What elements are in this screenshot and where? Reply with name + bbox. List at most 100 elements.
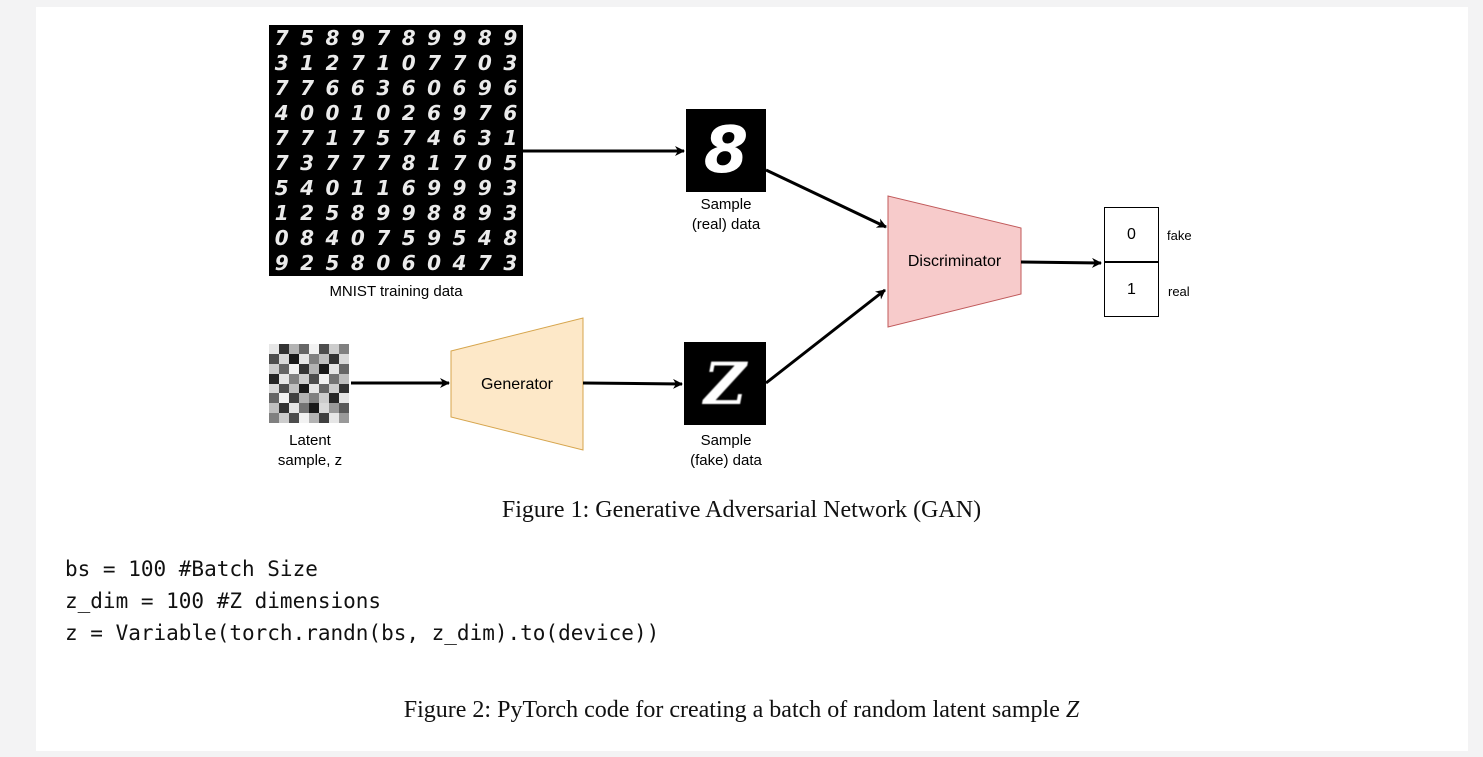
mnist-digit: 8 <box>427 201 442 226</box>
real-sample-label-line2: (real) data <box>691 216 761 233</box>
mnist-digit: 0 <box>325 100 340 125</box>
mnist-digit: 5 <box>274 176 289 201</box>
latent-noise-cell <box>319 373 329 384</box>
latent-noise-cell <box>339 393 349 404</box>
mnist-digit: 9 <box>477 75 492 100</box>
latent-noise-cell <box>329 413 339 423</box>
latent-noise-cell <box>319 403 329 414</box>
mnist-digit: 3 <box>503 201 518 226</box>
fake-sample-label-line2: (fake) data <box>690 452 762 469</box>
latent-noise-cell <box>289 403 299 414</box>
mnist-digit: 0 <box>274 226 289 251</box>
mnist-digit: 7 <box>477 100 492 125</box>
figure2-caption-text: Figure 2: PyTorch code for creating a ba… <box>403 697 1066 723</box>
mnist-digit: 7 <box>401 125 416 150</box>
mnist-digit: 9 <box>427 226 442 251</box>
mnist-digit: 7 <box>452 151 467 176</box>
mnist-digit: 6 <box>427 100 442 125</box>
mnist-digit: 4 <box>300 176 315 201</box>
mnist-digit: 1 <box>503 125 518 150</box>
latent-noise-cell <box>309 353 319 364</box>
mnist-digit: 8 <box>325 25 340 50</box>
mnist-digit: 7 <box>350 151 365 176</box>
latent-noise-cell <box>339 403 349 414</box>
latent-noise-cell <box>289 383 299 394</box>
mnist-digit: 3 <box>300 151 315 176</box>
latent-noise-cell <box>319 383 329 394</box>
arrow-discriminator-to-output <box>1020 257 1102 268</box>
mnist-digit: 0 <box>376 251 391 276</box>
mnist-digit: 6 <box>350 75 365 100</box>
latent-noise-cell <box>279 353 289 364</box>
mnist-digit: 1 <box>376 176 391 201</box>
mnist-digit: 7 <box>325 151 340 176</box>
latent-noise-cell <box>279 413 289 423</box>
mnist-digit: 7 <box>350 50 365 75</box>
latent-noise-cell <box>339 373 349 384</box>
latent-noise-cell <box>289 344 299 354</box>
mnist-digit: 1 <box>274 201 289 226</box>
mnist-digit: 7 <box>274 125 289 150</box>
mnist-digit: 6 <box>401 75 416 100</box>
latent-noise-cell <box>319 413 329 423</box>
latent-label-line1: Latent <box>289 432 331 449</box>
mnist-digit: 8 <box>503 226 518 251</box>
mnist-digit: 4 <box>477 226 492 251</box>
latent-noise-cell <box>299 373 309 384</box>
mnist-digit: 7 <box>477 251 492 276</box>
latent-noise-cell <box>269 353 279 364</box>
latent-noise-cell <box>329 403 339 414</box>
output-tag-real: real <box>1168 284 1190 299</box>
latent-noise-cell <box>299 363 309 374</box>
arrow-real-sample-to-discriminator <box>765 168 887 229</box>
mnist-digit: 1 <box>300 50 315 75</box>
mnist-digit: 5 <box>503 151 518 176</box>
fake-sample-label-line1: Sample <box>700 432 752 449</box>
figure1-caption: Figure 1: Generative Adversarial Network… <box>501 497 982 523</box>
mnist-digit: 7 <box>376 226 391 251</box>
latent-noise-cell <box>299 393 309 404</box>
mnist-digit: 1 <box>350 100 365 125</box>
mnist-digit: 1 <box>350 176 365 201</box>
latent-noise-cell <box>279 403 289 414</box>
mnist-digit: 4 <box>325 226 340 251</box>
mnist-digit: 6 <box>452 75 467 100</box>
mnist-digit: 0 <box>477 151 492 176</box>
mnist-digit: 9 <box>452 176 467 201</box>
mnist-digit: 2 <box>401 100 416 125</box>
latent-noise-cell <box>309 383 319 394</box>
mnist-digit: 5 <box>452 226 467 251</box>
mnist-digit: 9 <box>350 25 365 50</box>
latent-noise-cell <box>299 344 309 354</box>
mnist-digit: 9 <box>477 201 492 226</box>
mnist-digit: 0 <box>325 176 340 201</box>
mnist-digit: 6 <box>401 176 416 201</box>
mnist-digit: 7 <box>376 151 391 176</box>
latent-noise-cell <box>299 383 309 394</box>
mnist-digit: 0 <box>376 100 391 125</box>
latent-noise-cell <box>339 363 349 374</box>
latent-noise-cell <box>309 413 319 423</box>
mnist-digit: 5 <box>300 25 315 50</box>
latent-noise-cell <box>339 413 349 423</box>
figure2-caption: Figure 2: PyTorch code for creating a ba… <box>0 697 1483 724</box>
mnist-digit: 7 <box>274 151 289 176</box>
latent-noise-cell <box>309 344 319 354</box>
mnist-digit: 0 <box>300 100 315 125</box>
mnist-digit: 5 <box>376 125 391 150</box>
real-sample-label-line1: Sample <box>700 196 752 213</box>
mnist-label: MNIST training data <box>329 283 463 300</box>
latent-noise-cell <box>269 393 279 404</box>
mnist-digit: 7 <box>274 75 289 100</box>
latent-noise-cell <box>269 413 279 423</box>
generator-label: Generator <box>480 376 554 393</box>
mnist-digit: 9 <box>274 251 289 276</box>
code-line-3: z = Variable(torch.randn(bs, z_dim).to(d… <box>65 621 660 645</box>
mnist-digit: 4 <box>274 100 289 125</box>
latent-noise-cell <box>299 413 309 423</box>
mnist-digit: 9 <box>477 176 492 201</box>
mnist-digit: 0 <box>477 50 492 75</box>
latent-noise-cell <box>269 344 279 354</box>
latent-label-line2: sample, z <box>277 452 343 469</box>
latent-noise-cell <box>329 344 339 354</box>
